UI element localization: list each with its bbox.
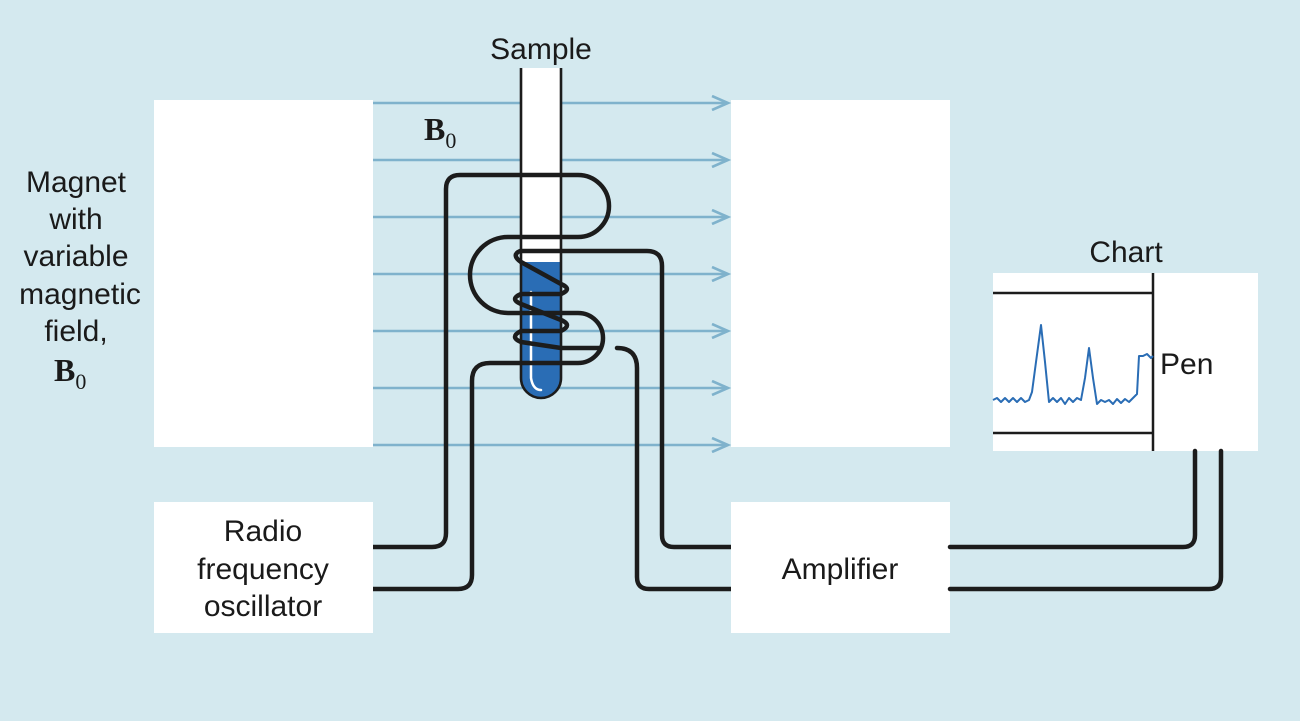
- b-subscript: 0: [75, 369, 86, 394]
- amplifier-box: [731, 502, 950, 633]
- chart-wires: [947, 448, 1224, 592]
- magnet-label-line-1: Magnet: [26, 166, 127, 199]
- oscillator-box: [154, 502, 373, 633]
- magnet-label-line-2: with: [48, 203, 102, 236]
- magnet-left-pole: [154, 100, 373, 447]
- b-symbol: B: [424, 111, 445, 147]
- magnet-label-line-4: magnetic: [19, 278, 141, 311]
- oscillator-label-line-1: Radio: [224, 515, 302, 548]
- pen-label: Pen: [1160, 348, 1213, 381]
- b-subscript: 0: [445, 128, 456, 153]
- sample-label: Sample: [490, 33, 592, 66]
- chart-paper: [993, 273, 1258, 451]
- oscillator-label-line-2: frequency: [197, 553, 329, 586]
- chart-recorder: [992, 273, 1258, 451]
- amplifier-label: Amplifier: [782, 553, 899, 586]
- nmr-trace: [992, 324, 1154, 405]
- b-symbol: B: [54, 352, 75, 388]
- field-symbol: B0: [424, 111, 456, 153]
- transmitter-coil: [370, 172, 612, 592]
- receiver-coil: [512, 248, 734, 592]
- magnet-right-pole: [731, 100, 950, 447]
- oscillator-label-line-3: oscillator: [204, 590, 322, 623]
- chart-label: Chart: [1089, 236, 1163, 269]
- magnet-label-line-3: variable: [23, 240, 128, 273]
- magnet-label-line-5: field,: [44, 315, 107, 348]
- magnet-field-symbol: B0: [54, 352, 86, 394]
